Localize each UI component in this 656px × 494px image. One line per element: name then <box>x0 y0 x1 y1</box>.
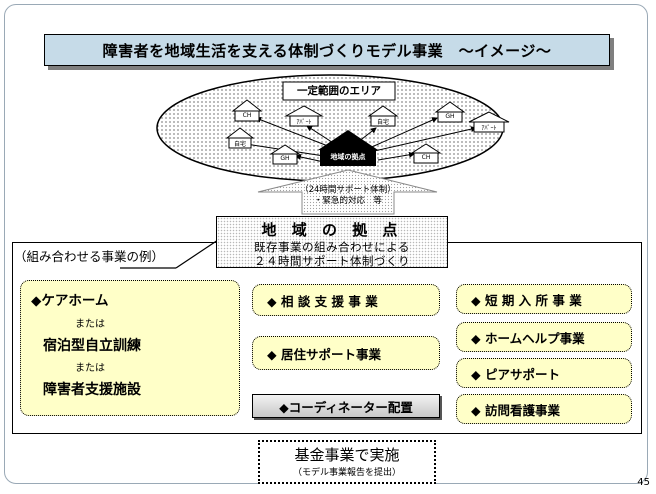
house-ch-1 <box>231 99 263 122</box>
fund-line2: （モデル事業報告を提出） <box>292 468 401 478</box>
consultation-box: ◆ 相 談 支 援 事 業 <box>252 284 440 316</box>
fund-box: 基金事業で実施 （モデル事業報告を提出） <box>258 440 436 484</box>
house-apart-1-label: ｱﾊﾟｰﾄ <box>296 119 312 126</box>
short-stay-box: ◆ 短 期 入 所 事 業 <box>456 284 632 314</box>
hub-line1: 既存事業の組み合わせによる <box>254 240 410 254</box>
lodging-training-label: 宿泊型自立訓練 <box>43 338 141 354</box>
visit-nursing-label: ◆ 訪問看護事業 <box>471 402 560 418</box>
house-ch-2-label: CH <box>421 154 431 161</box>
peer-support-label: ◆ ピアサポート <box>471 366 560 382</box>
hub-line2: ２４時間サポート体制づくり <box>254 254 410 268</box>
support-arrow-line2: ・緊急的対応 等 <box>313 196 382 206</box>
page-number: 45 <box>637 477 650 488</box>
house-home-2 <box>225 127 255 149</box>
coordinator-label: ◆コーディネーター配置 <box>279 399 413 415</box>
house-home-1 <box>367 105 399 127</box>
house-ch-2 <box>410 143 442 164</box>
care-home-label: ◆ケアホーム <box>31 293 109 309</box>
house-ch-1-label: CH <box>242 112 252 119</box>
residence-support-label: ◆ 居住サポート事業 <box>267 346 381 362</box>
visit-nursing-box: ◆ 訪問看護事業 <box>456 394 632 424</box>
area-label: 一定範囲のエリア <box>297 85 381 97</box>
house-gh-2 <box>269 144 301 165</box>
fund-line1: 基金事業で実施 <box>294 446 400 464</box>
support-facility-label: 障害者支援施設 <box>43 382 141 398</box>
care-or-1: または <box>75 319 105 330</box>
examples-label: （組み合わせる事業の例） <box>14 249 165 264</box>
hub-house <box>318 130 378 166</box>
consultation-label: ◆ 相 談 支 援 事 業 <box>267 293 378 309</box>
house-gh-1-label: GH <box>445 113 455 120</box>
coordinator-box: ◆コーディネーター配置 <box>252 394 440 418</box>
peer-support-box: ◆ ピアサポート <box>456 358 632 388</box>
house-gh-2-label: GH <box>280 155 290 162</box>
house-apart-2 <box>468 111 510 133</box>
care-home-box: ◆ケアホーム または 宿泊型自立訓練 または 障害者支援施設 <box>20 280 240 416</box>
hub-box: 地 域 の 拠 点 既存事業の組み合わせによる ２４時間サポート体制づくり <box>216 216 448 268</box>
support-arrow <box>257 169 438 215</box>
care-or-2: または <box>75 363 105 374</box>
short-stay-label: ◆ 短 期 入 所 事 業 <box>471 292 582 308</box>
house-home-2-label: 自宅 <box>233 141 246 148</box>
residence-support-box: ◆ 居住サポート事業 <box>252 336 440 370</box>
area-label-box <box>282 81 396 101</box>
house-gh-1 <box>434 101 466 123</box>
house-home-1-label: 自宅 <box>376 119 389 126</box>
house-apart-1 <box>284 105 324 127</box>
hub-house-label: 地域の拠点 <box>330 153 366 161</box>
support-arrow-line1: （24時間サポート体制） <box>300 185 396 195</box>
house-apart-2-label: ｱﾊﾟｰﾄ <box>481 125 497 132</box>
slide-title: 障害者を地域生活を支える体制づくりモデル事業 ～イメージ～ <box>44 34 610 66</box>
hub-title: 地 域 の 拠 点 <box>261 221 403 239</box>
home-help-label: ◆ ホームヘルプ事業 <box>471 330 585 346</box>
support-arrow-text: （24時間サポート体制） ・緊急的対応 等 <box>296 185 400 207</box>
home-help-box: ◆ ホームヘルプ事業 <box>456 322 632 352</box>
